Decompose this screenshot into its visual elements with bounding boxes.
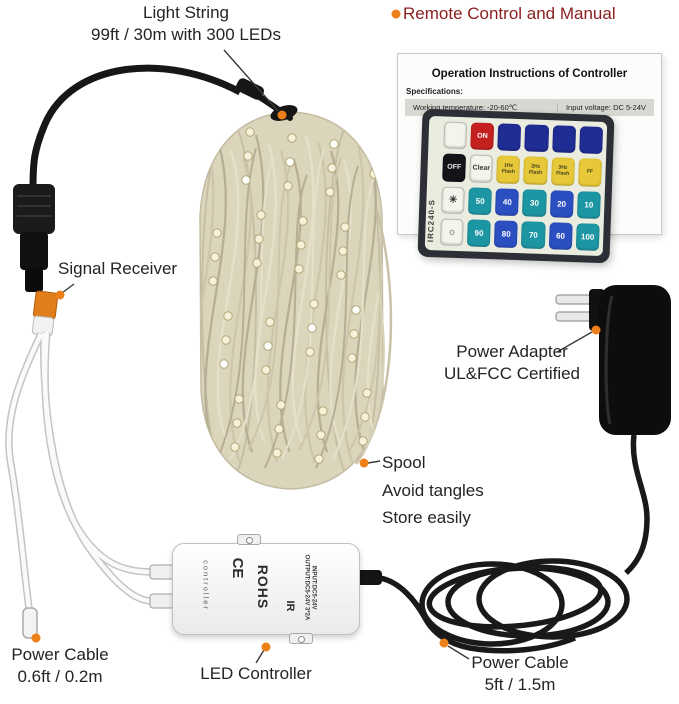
key-80: 80: [494, 220, 519, 249]
callout-leaders: [61, 49, 593, 664]
power-cable-long-line1: Power Cable: [471, 653, 569, 672]
on-key: ON: [470, 122, 495, 151]
key-40: 40: [495, 187, 520, 216]
clear-key: Clear: [469, 154, 494, 183]
led-controller-label: LED Controller: [200, 664, 312, 683]
ir-mark: IR: [284, 600, 296, 612]
manual-title: Operation Instructions of Controller: [431, 68, 628, 80]
controller-output-rating: OUTPUT:DC5-24V 3*2A: [303, 554, 310, 621]
power-adapter-label: Power Adapter UL&FCC Certified: [424, 341, 600, 384]
brightness-up-icon: ☀: [441, 185, 466, 214]
power-adapter: [555, 285, 671, 435]
ce-mark: CE: [229, 557, 246, 579]
light-string-subtitle: 99ft / 30m with 300 LEDs: [91, 24, 281, 44]
pointer-dot: [591, 325, 601, 335]
key-100: 100: [575, 222, 600, 251]
screw-hole: [246, 536, 253, 544]
pointer-dot: [391, 9, 401, 19]
plug-prong: [555, 311, 595, 322]
pointer-dot: [31, 633, 41, 643]
power-adapter-line1: Power Adapter: [456, 342, 568, 361]
white-cables: [5, 331, 175, 639]
mode-key: [524, 124, 549, 153]
manual-working-temp: Working temperature: -20-60℃: [413, 103, 518, 112]
flash-2hz-key: 2Hz Flash: [523, 156, 548, 185]
spool-line1: Spool: [382, 453, 426, 472]
signal-receiver-label: Signal Receiver: [58, 259, 178, 278]
manual-specs-heading: Specifications:: [406, 87, 463, 96]
mounting-tab: [289, 633, 313, 644]
power-cable-coil: [354, 434, 650, 654]
power-cable-long-line2: 5ft / 1.5m: [484, 674, 556, 694]
controller-io-ratings: INPUT:DC5-24V OUTPUT:DC5-24V 3*2A: [302, 544, 317, 632]
mode-key: [497, 123, 522, 152]
brightness-down-icon: ☼: [439, 218, 464, 247]
flash-3hz-key: 3Hz Flash: [550, 157, 575, 186]
pointer-dot: [277, 110, 287, 120]
controller-output-plug: [354, 570, 382, 585]
key-60: 60: [548, 221, 573, 250]
screw-hole: [298, 635, 305, 643]
pointer-dot: [439, 638, 449, 648]
loose-strand: [354, 209, 393, 465]
power-cable-short-line2: 0.6ft / 0.2m: [17, 666, 103, 686]
spool-label: Spool Avoid tangles Store easily: [382, 449, 484, 532]
rohs-mark: ROHS: [255, 564, 271, 610]
key-70: 70: [521, 220, 546, 250]
flash-1hz-key: 1Hz Flash: [496, 155, 521, 184]
plug-prong: [555, 294, 595, 305]
power-cable-short-label: Power Cable 0.6ft / 0.2m: [0, 644, 120, 687]
mode-key: [551, 125, 576, 154]
loose-strand: [362, 259, 385, 456]
manual-input-voltage: Input voltage: DC 5-24V: [556, 103, 646, 112]
cable-end-connector: [22, 607, 38, 639]
spool: [199, 111, 393, 490]
mode-key: [579, 126, 604, 155]
led-bulbs: [203, 121, 381, 464]
inline-connector: [236, 78, 264, 100]
spool-line3: Store easily: [382, 508, 471, 527]
led-controller-box: controller CE ROHS IR INPUT:DC5-24V OUTP…: [172, 534, 360, 644]
light-string-label: Light String 99ft / 30m with 300 LEDs: [60, 2, 312, 45]
key-50: 50: [468, 186, 493, 215]
pointer-dot: [359, 458, 369, 468]
ff-key: FF: [577, 158, 602, 187]
callout-dots: [31, 9, 601, 652]
power-adapter-line2: UL&FCC Certified: [443, 363, 581, 383]
pointer-dot: [261, 642, 271, 652]
power-cable-long-label: Power Cable 5ft / 1.5m: [455, 652, 585, 695]
key-10: 10: [576, 190, 601, 219]
signal-receiver-connector: [31, 290, 59, 337]
power-cable-short-line1: Power Cable: [11, 645, 109, 664]
blank-key: [443, 121, 468, 150]
off-key: OFF: [442, 153, 467, 182]
remote-manual-label: Remote Control and Manual: [403, 4, 616, 23]
pointer-dot: [55, 290, 65, 300]
controller-port: [149, 593, 175, 609]
key-20: 20: [549, 189, 574, 218]
key-90: 90: [467, 219, 492, 248]
controller-brand-text: controller: [201, 560, 211, 611]
remote-model-text: IRC240-S: [425, 198, 437, 243]
light-string-title: Light String: [143, 3, 229, 22]
controller-input-rating: INPUT:DC5-24V: [310, 565, 317, 610]
controller-port: [149, 564, 175, 580]
mounting-tab: [237, 534, 261, 545]
spool-line2: Avoid tangles: [382, 480, 484, 500]
dc-plug: [13, 184, 55, 292]
key-30: 30: [522, 188, 547, 217]
